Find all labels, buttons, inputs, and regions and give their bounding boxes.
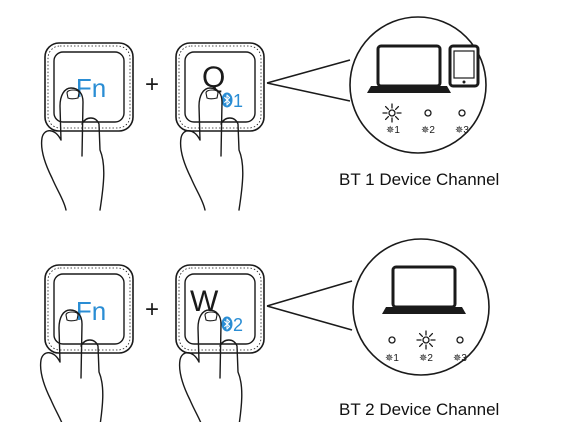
bluetooth-icon — [220, 91, 234, 109]
step-1: Fn + Q 1 ✵1 ✵2 ✵3 — [40, 16, 487, 211]
bluetooth-icon — [220, 315, 234, 333]
channel-key: Q 1 — [175, 42, 265, 132]
tablet-icon — [448, 44, 480, 88]
fn-key: Fn — [44, 42, 134, 132]
laptop-icon — [365, 44, 453, 95]
channel-indicator-2 — [424, 109, 432, 117]
fn-key: Fn — [44, 264, 134, 354]
plus-sign: + — [145, 296, 159, 323]
callout-pointer — [266, 59, 351, 102]
channel-indicator-1-active — [382, 103, 402, 123]
caption-bt2: BT 2 Device Channel — [339, 400, 500, 419]
channel-indicator-3 — [456, 336, 464, 344]
channel-indicator-3 — [458, 109, 466, 117]
channel-label-2: ✵2 — [421, 125, 435, 136]
fn-key-label: Fn — [76, 296, 106, 326]
channel-indicator-1 — [388, 336, 396, 344]
channel-label-2: ✵2 — [419, 353, 433, 364]
channel-label-1: ✵1 — [386, 125, 400, 136]
key-channel-number: 1 — [233, 91, 243, 111]
laptop-icon — [380, 265, 468, 316]
key-letter: Q — [202, 61, 225, 94]
plus-sign: + — [145, 71, 159, 98]
channel-key: W 2 — [175, 264, 265, 354]
channel-label-1: ✵1 — [385, 353, 399, 364]
step-2: Fn + W 2 ✵1 ✵2 ✵3 — [39, 238, 490, 422]
key-channel-number: 2 — [233, 315, 243, 335]
caption-bt1: BT 1 Device Channel — [339, 170, 500, 189]
channel-label-3: ✵3 — [455, 125, 469, 136]
fn-key-label: Fn — [76, 73, 106, 103]
channel-label-3: ✵3 — [453, 353, 467, 364]
callout-pointer — [266, 280, 353, 331]
channel-indicator-2-active — [416, 330, 436, 350]
